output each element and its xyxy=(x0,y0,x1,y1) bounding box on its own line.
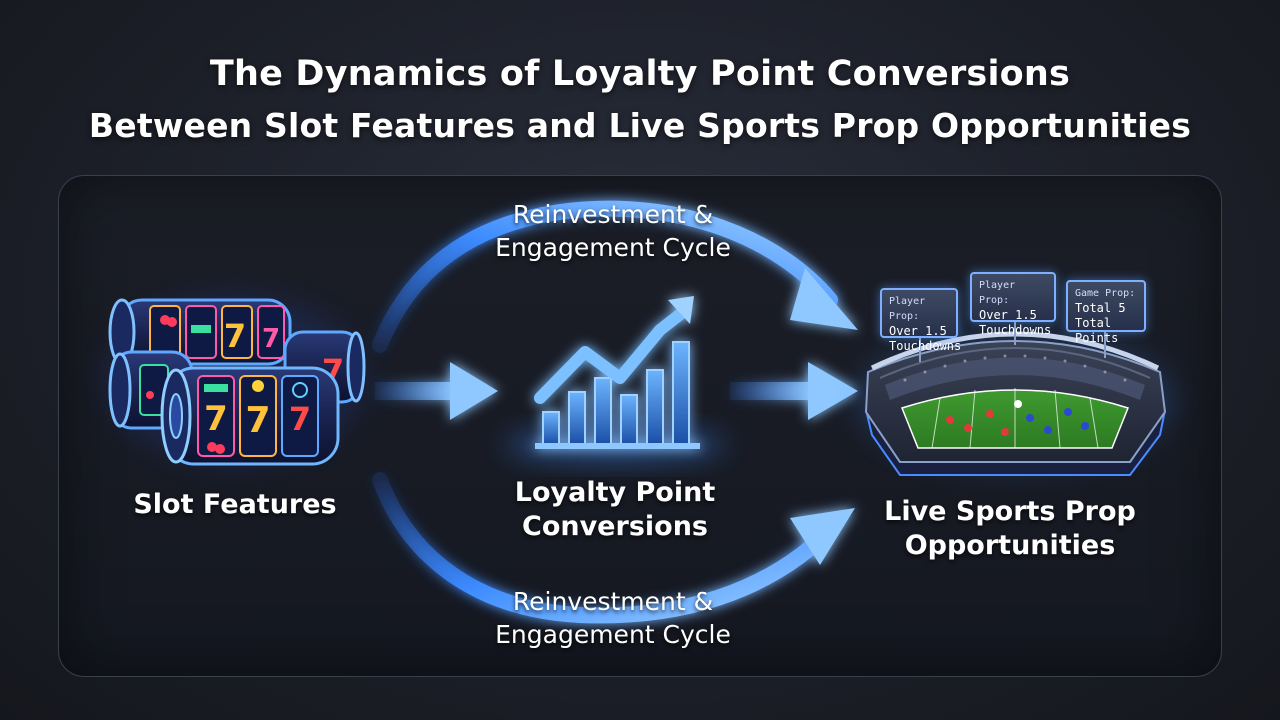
loyalty-conversions-label: Loyalty Point Conversions xyxy=(470,476,760,544)
loyalty-to-sports-arrow xyxy=(730,362,858,420)
loyalty-label-line-1: Loyalty Point xyxy=(514,477,716,508)
prop-sign-title: Player Prop: xyxy=(979,280,1016,306)
prop-sign-line: Touchdowns xyxy=(889,339,962,353)
bottom-cycle-arrow xyxy=(372,472,855,624)
top-cycle-line-2: Engagement Cycle xyxy=(495,233,731,262)
top-cycle-label: Reinvestment & Engagement Cycle xyxy=(448,198,778,264)
page-title: The Dynamics of Loyalty Point Conversion… xyxy=(209,54,1071,94)
prop-sign-line: Total 5 xyxy=(1075,301,1126,315)
sports-label-line-1: Live Sports Prop xyxy=(884,496,1136,527)
svg-text:7: 7 xyxy=(224,317,246,355)
prop-sign-2: Player Prop: Over 1.5 Touchdowns xyxy=(970,272,1056,337)
sports-label-line-2: Opportunities xyxy=(904,530,1116,561)
slot-to-loyalty-arrow xyxy=(375,362,498,420)
slot-reels-icon: 7 7 7 7 7 7 xyxy=(105,295,366,466)
bottom-cycle-line-2: Engagement Cycle xyxy=(495,620,731,649)
loyalty-label-line-2: Conversions xyxy=(522,511,708,542)
prop-sign-title: Game Prop: xyxy=(1075,288,1136,299)
sports-prop-label: Live Sports Prop Opportunities xyxy=(870,495,1150,563)
slot-features-label: Slot Features xyxy=(133,489,337,520)
bottom-cycle-line-1: Reinvestment & xyxy=(512,587,714,616)
growth-chart-icon xyxy=(505,296,725,461)
prop-sign-title: Player Prop: xyxy=(889,296,926,322)
slot-symbol-3: 7 xyxy=(289,400,311,438)
page-subtitle: Between Slot Features and Live Sports Pr… xyxy=(88,106,1192,145)
svg-text:7: 7 xyxy=(262,324,280,354)
slot-symbol-2: 7 xyxy=(245,400,270,441)
prop-sign-line: Over 1.5 xyxy=(889,324,947,338)
prop-sign-3: Game Prop: Total 5 Total Points xyxy=(1066,280,1146,345)
top-cycle-arrow xyxy=(372,200,858,353)
prop-sign-line: Touchdowns xyxy=(979,323,1052,337)
stadium-icon xyxy=(855,318,1175,476)
prop-sign-1: Player Prop: Over 1.5 Touchdowns xyxy=(880,288,961,353)
prop-sign-line: Over 1.5 xyxy=(979,308,1037,322)
bottom-cycle-label: Reinvestment & Engagement Cycle xyxy=(448,585,778,651)
top-cycle-line-1: Reinvestment & xyxy=(512,200,714,229)
prop-sign-line: Total Points xyxy=(1075,316,1119,345)
slot-symbol-1: 7 xyxy=(204,399,228,439)
